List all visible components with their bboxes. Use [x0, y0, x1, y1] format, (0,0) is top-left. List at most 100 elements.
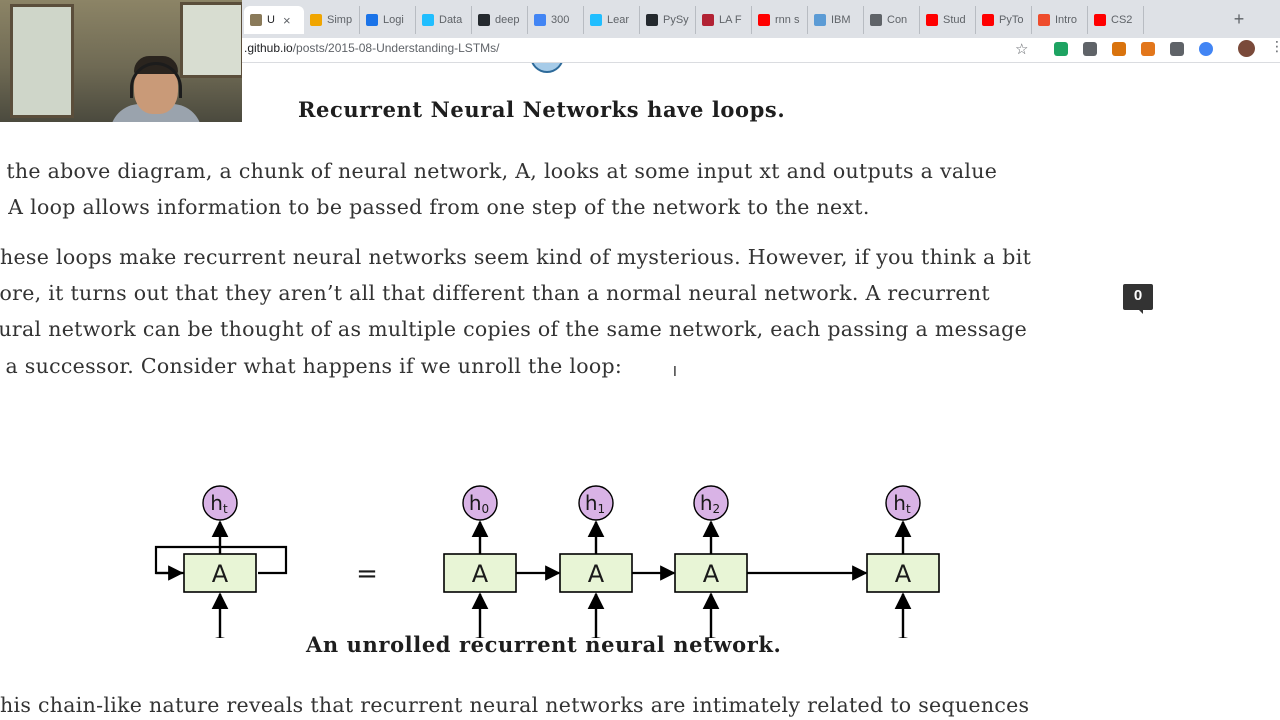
webcam-overlay — [0, 0, 242, 122]
tab-label: 300 — [551, 14, 570, 26]
tab-9[interactable]: LA F — [696, 6, 752, 34]
tab-10[interactable]: rnn s — [752, 6, 808, 34]
output-label: h0 — [469, 491, 489, 516]
paragraph-line: o a successor. Consider what happens if … — [0, 354, 623, 378]
paragraph-line: nore, it turns out that they aren’t all … — [0, 281, 990, 305]
document-icon — [870, 14, 882, 26]
github-icon — [646, 14, 658, 26]
github-icon — [478, 14, 490, 26]
figure-caption-loops: Recurrent Neural Networks have loops. — [298, 97, 786, 122]
tab-7[interactable]: Lear — [584, 6, 640, 34]
extension-icon[interactable] — [1170, 42, 1184, 56]
diagram-fragment-circle — [530, 63, 564, 73]
cloud-icon — [814, 14, 826, 26]
profile-avatar[interactable] — [1238, 40, 1255, 57]
youtube-icon — [982, 14, 994, 26]
k-icon — [422, 14, 434, 26]
tab-label: Stud — [943, 14, 966, 26]
tab-14[interactable]: PyTo — [976, 6, 1032, 34]
paragraph-line: t. A loop allows information to be passe… — [0, 195, 870, 219]
url-path: /posts/2015-08-Understanding-LSTMs/ — [292, 41, 500, 55]
output-label: h1 — [585, 491, 605, 516]
tab-13[interactable]: Stud — [920, 6, 976, 34]
output-node — [462, 485, 498, 521]
tab-label: Intro — [1055, 14, 1078, 26]
tab-6[interactable]: 300 — [528, 6, 584, 34]
pytorch-icon — [1038, 14, 1050, 26]
tab-label: U — [267, 14, 275, 26]
cell-label: A — [895, 560, 912, 588]
extension-icon[interactable] — [1199, 42, 1213, 56]
tab-label: Data — [439, 14, 463, 26]
comment-count-badge[interactable]: 0 — [1123, 284, 1153, 314]
tab-2[interactable]: Simp — [304, 6, 360, 34]
tab-label: Con — [887, 14, 908, 26]
tab-label: PySy — [663, 14, 689, 26]
tab-label: PyTo — [999, 14, 1024, 26]
tab-1[interactable]: U× — [244, 6, 304, 34]
address-bar[interactable]: .github.io/posts/2015-08-Understanding-L… — [244, 41, 499, 55]
paragraph-line: n the above diagram, a chunk of neural n… — [0, 159, 998, 183]
rnn-cell — [443, 553, 517, 593]
tab-5[interactable]: deep — [472, 6, 528, 34]
tab-label: Lear — [607, 14, 630, 26]
tab-11[interactable]: IBM — [808, 6, 864, 34]
tab-label: Logi — [383, 14, 404, 26]
tab-4[interactable]: Data — [416, 6, 472, 34]
cell-label: A — [703, 560, 720, 588]
cell-label: A — [472, 560, 489, 588]
extension-icon[interactable] — [1054, 42, 1068, 56]
text-cursor-icon: I — [673, 365, 677, 380]
tab-label: LA F — [719, 14, 742, 26]
rnn-cell — [866, 553, 940, 593]
paragraph-line: These loops make recurrent neural networ… — [0, 245, 1032, 269]
output-label: ht — [893, 491, 911, 516]
extension-icon[interactable] — [1141, 42, 1155, 56]
k-icon — [590, 14, 602, 26]
output-node — [578, 485, 614, 521]
output-label: ht — [210, 491, 228, 516]
article-content: Recurrent Neural Networks have loops. n … — [0, 63, 1280, 720]
tab-label: IBM — [831, 14, 851, 26]
youtube-icon — [758, 14, 770, 26]
tab-label: Simp — [327, 14, 353, 26]
cell-label: A — [588, 560, 605, 588]
figure-caption-unrolled: An unrolled recurrent neural network. — [306, 632, 782, 657]
tab-label: rnn s — [775, 14, 800, 26]
rnn-cell — [559, 553, 633, 593]
bookmark-star-icon[interactable]: ☆ — [1015, 40, 1029, 58]
youtube-icon — [926, 14, 938, 26]
tab-label: deep — [495, 14, 520, 26]
cell-label: A — [212, 560, 229, 588]
tab-16[interactable]: CS2 — [1088, 6, 1144, 34]
extension-icon[interactable] — [1112, 42, 1126, 56]
close-tab-icon[interactable]: × — [282, 12, 291, 28]
loop-icon — [310, 14, 322, 26]
tab-8[interactable]: PySy — [640, 6, 696, 34]
google-icon — [534, 14, 546, 26]
headphones-icon — [130, 62, 182, 98]
paragraph-line: eural network can be thought of as multi… — [0, 317, 1028, 341]
browser-menu-icon[interactable]: ⋮ — [1270, 39, 1280, 55]
webcam-window-left — [10, 4, 74, 118]
url-host: .github.io — [244, 41, 293, 55]
output-label: h2 — [700, 491, 720, 516]
webcam-window-right — [180, 2, 242, 78]
bookmark-icon — [250, 14, 262, 26]
new-tab-button[interactable]: + — [1233, 9, 1245, 29]
tab-12[interactable]: Con — [864, 6, 920, 34]
flag-icon — [702, 14, 714, 26]
output-node — [693, 485, 729, 521]
tab-3[interactable]: Logi — [360, 6, 416, 34]
youtube-icon — [1094, 14, 1106, 26]
output-node — [202, 485, 238, 521]
loop-icon — [366, 14, 378, 26]
rnn-cell — [674, 553, 748, 593]
rnn-cell — [183, 553, 257, 593]
extension-icon[interactable] — [1083, 42, 1097, 56]
tab-15[interactable]: Intro — [1032, 6, 1088, 34]
paragraph-line: This chain-like nature reveals that recu… — [0, 693, 1030, 717]
output-node — [885, 485, 921, 521]
equals-sign: = — [356, 559, 378, 589]
